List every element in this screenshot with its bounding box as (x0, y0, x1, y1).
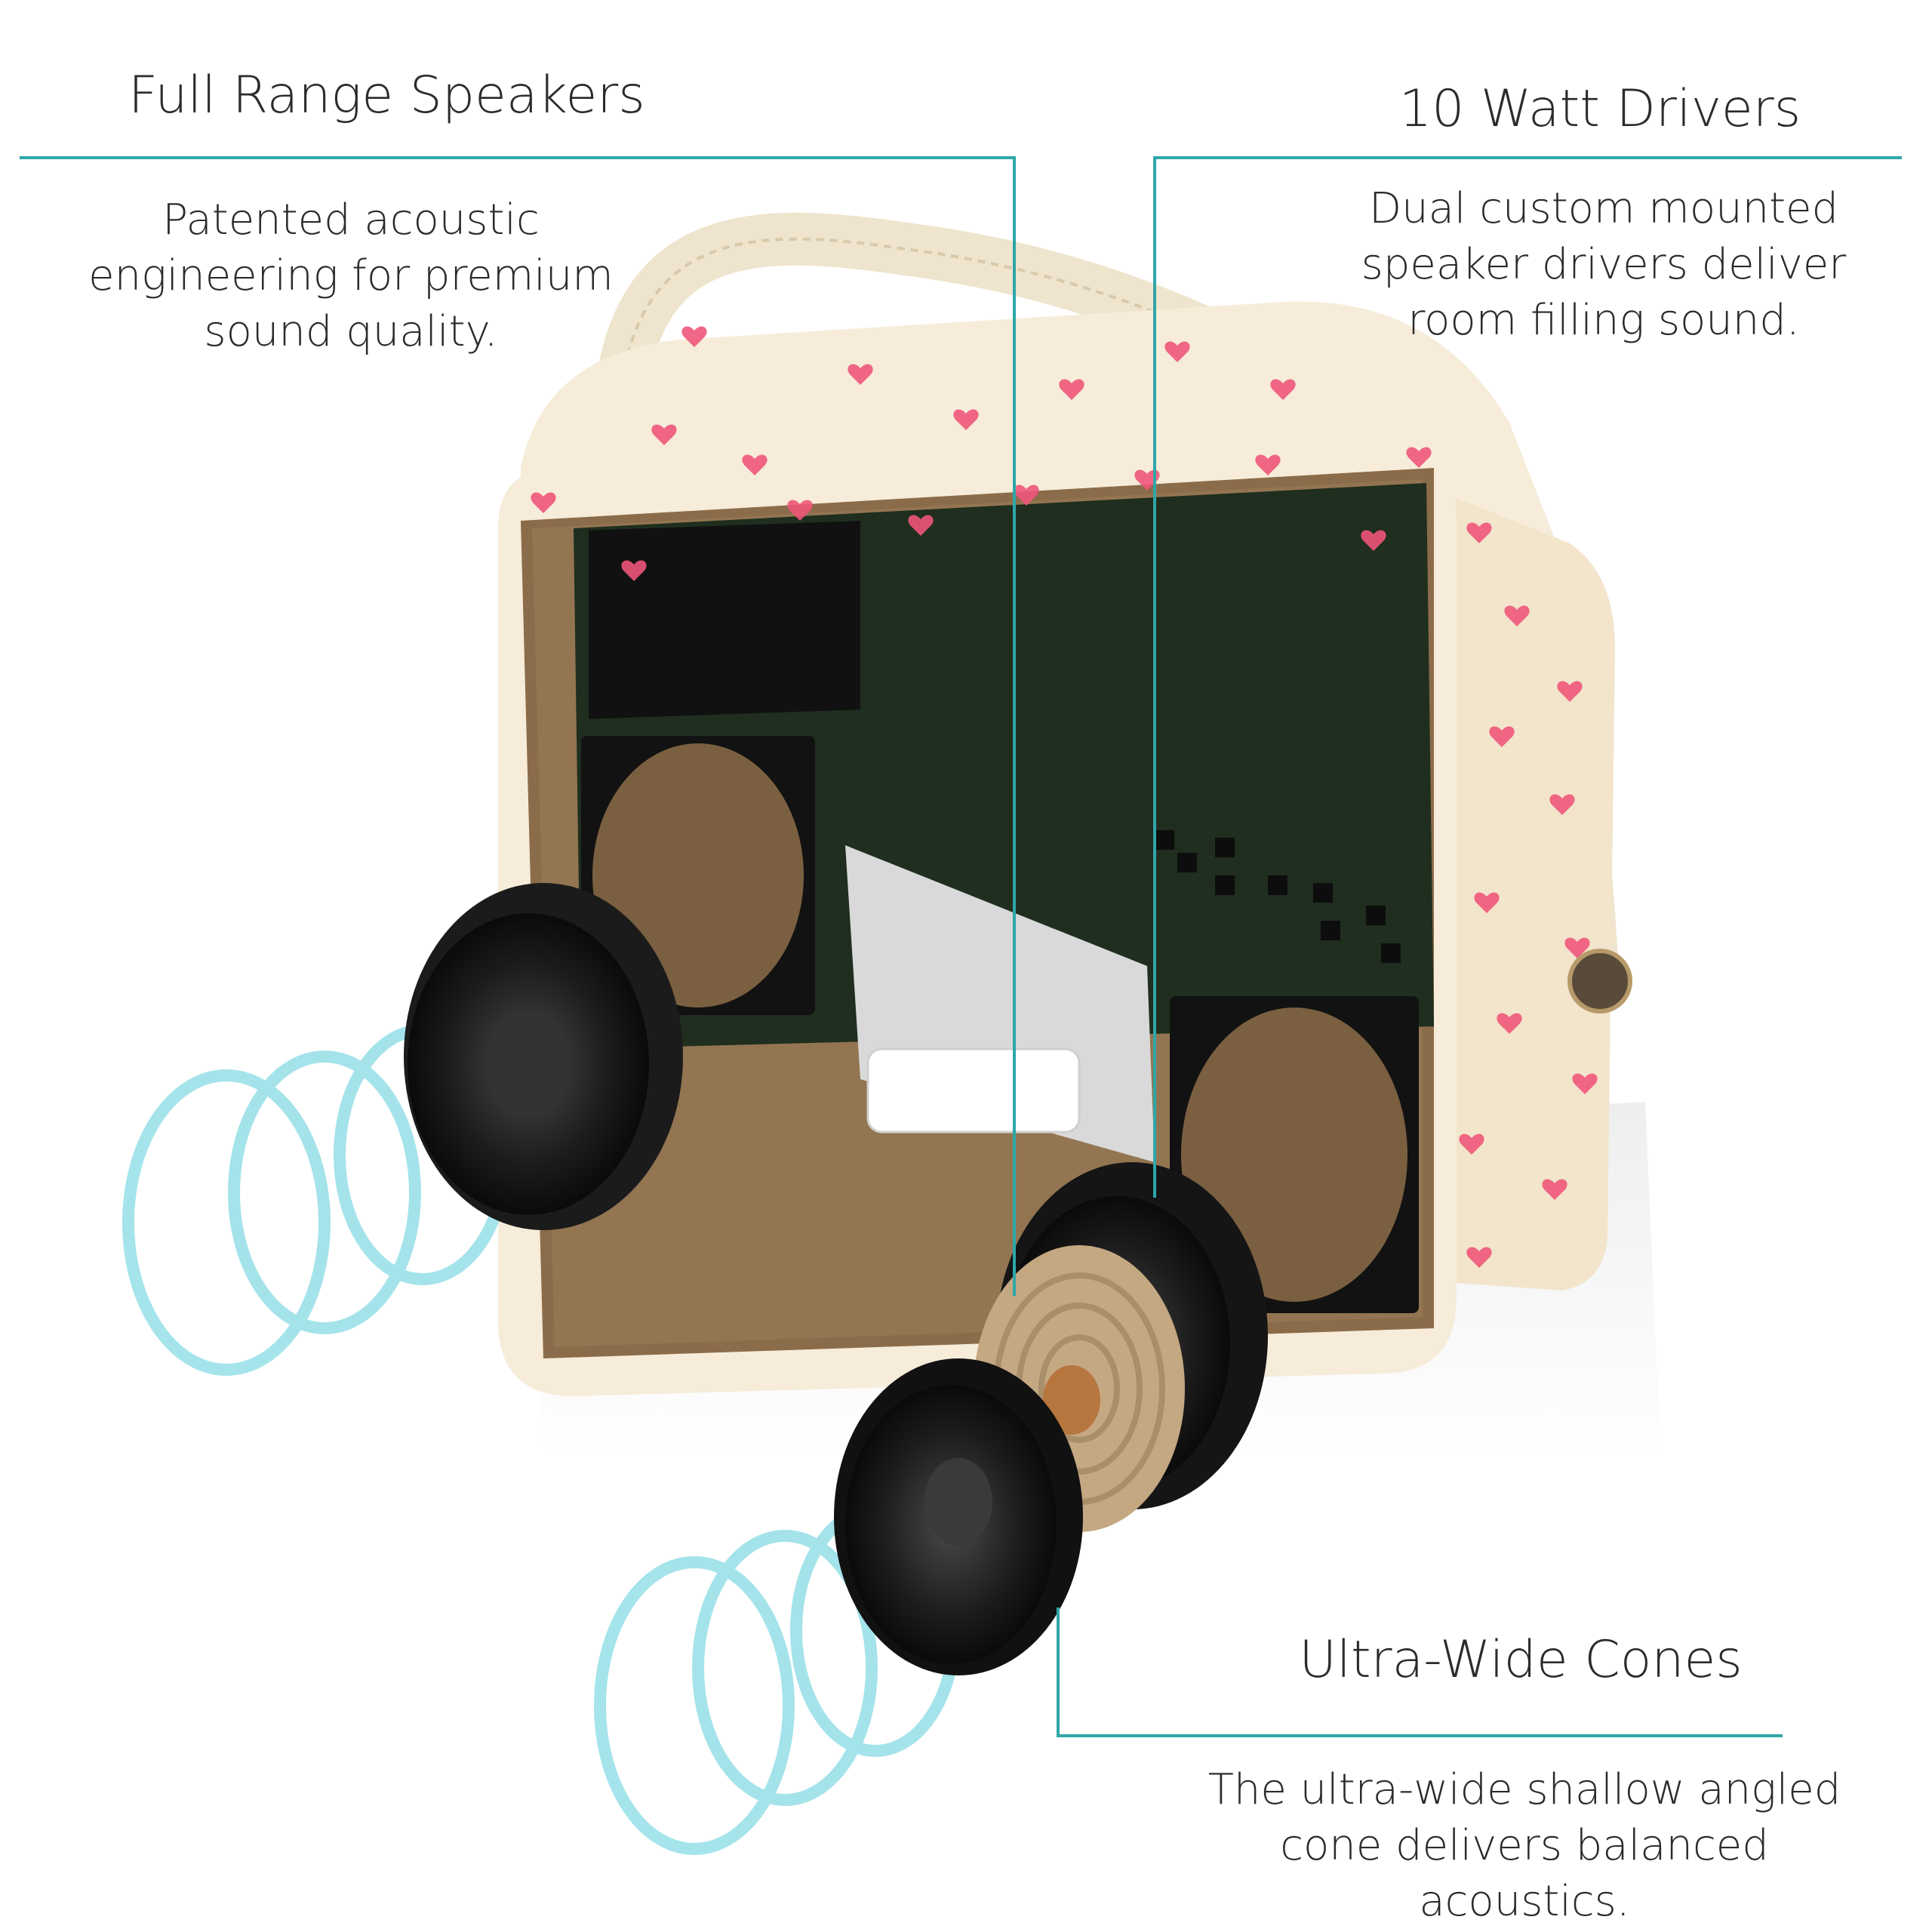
upper-speaker-driver (404, 883, 683, 1230)
display-module (589, 521, 860, 719)
lower-speaker-driver (834, 1358, 1083, 1675)
callout-line-cones-horizontal (1057, 1734, 1783, 1737)
watt-drivers-title: 10 Watt Drivers (1398, 79, 1801, 139)
callout-line-cones-vertical (1057, 1607, 1060, 1737)
callout-line-full-range-vertical (1013, 156, 1016, 1296)
callout-line-drivers-vertical (1153, 156, 1156, 1198)
button-switches (1155, 830, 1401, 963)
ultra-wide-cones-description: The ultra-wide shallow angled cone deliv… (1208, 1765, 1841, 1926)
white-module (866, 1048, 1081, 1134)
ultra-wide-cones-title: Ultra-Wide Cones (1299, 1630, 1743, 1690)
full-range-speakers-title: Full Range Speakers (128, 66, 645, 125)
callout-line-full-range-horizontal (20, 156, 1016, 159)
full-range-speakers-description: Patented acoustic engineering for premiu… (88, 195, 614, 356)
watt-drivers-description: Dual custom mounted speaker drivers deli… (1361, 184, 1847, 345)
callout-line-drivers-horizontal (1153, 156, 1902, 159)
brand-badge (1567, 949, 1632, 1014)
